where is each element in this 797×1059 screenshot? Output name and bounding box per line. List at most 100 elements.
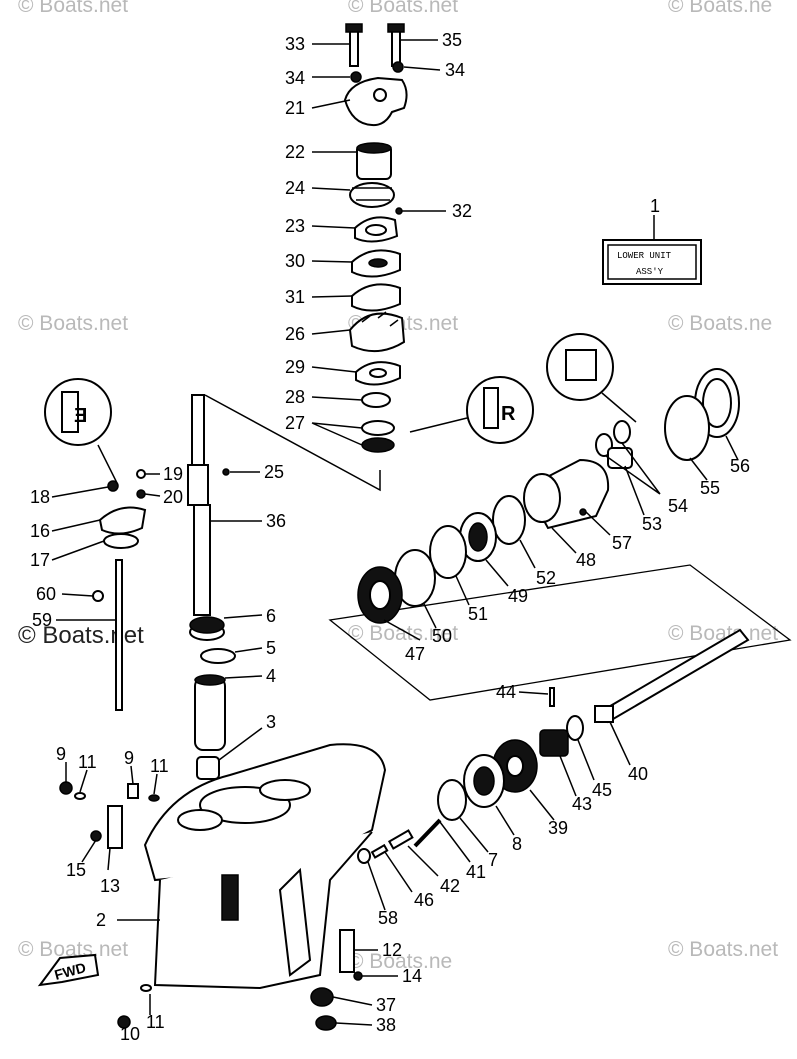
- callout-22: 22: [285, 142, 305, 162]
- callout-34: 34: [285, 68, 305, 88]
- callout-24: 24: [285, 178, 305, 198]
- svg-text:R: R: [501, 403, 516, 425]
- callout-45: 45: [592, 780, 612, 800]
- bolt-15: [90, 830, 102, 842]
- impeller-24: [349, 182, 395, 208]
- spring-41: [413, 818, 442, 848]
- callout-32: 32: [452, 201, 472, 221]
- callout-23: 23: [285, 216, 305, 236]
- callout-7: 7: [488, 850, 498, 870]
- bearing-49: [459, 512, 497, 562]
- watermark: © Boats.net: [18, 312, 129, 335]
- shim-7: [437, 779, 467, 821]
- callout-8: 8: [512, 834, 522, 854]
- retainer-55: [664, 395, 710, 461]
- callout-11: 11: [146, 1012, 165, 1032]
- watermark: © Boats.net: [348, 0, 459, 17]
- pin-46: [370, 843, 389, 859]
- callout-40: 40: [628, 764, 648, 784]
- cover-16: [98, 506, 147, 535]
- pin-57: [579, 508, 587, 516]
- callout-13: 13: [100, 876, 120, 896]
- clip-60: [92, 590, 104, 602]
- gasket-11b: [148, 794, 160, 802]
- callout-35: 35: [442, 30, 462, 50]
- drain-37: [310, 987, 334, 1007]
- svg-text:Ǝ: Ǝ: [74, 405, 87, 427]
- seal-54b: [613, 420, 631, 444]
- callout-11: 11: [150, 756, 169, 776]
- callout-36: 36: [266, 511, 286, 531]
- callout-1: 1: [650, 196, 660, 216]
- callout-28: 28: [285, 387, 305, 407]
- leader-lines: [51, 39, 739, 1026]
- callout-44: 44: [496, 682, 516, 702]
- callout-27: 27: [285, 413, 305, 433]
- callout-5: 5: [266, 638, 276, 658]
- callout-46: 46: [414, 890, 434, 910]
- callout-3: 3: [266, 712, 276, 732]
- callout-15: 15: [66, 860, 86, 880]
- washer-34b: [392, 61, 404, 73]
- callout-49: 49: [508, 586, 528, 606]
- callout-38: 38: [376, 1015, 396, 1035]
- bolt-33: [345, 23, 363, 67]
- insert-22: [356, 142, 392, 180]
- shift-rod-59: [115, 559, 123, 711]
- callout-31: 31: [285, 287, 305, 307]
- callout-6: 6: [266, 606, 276, 626]
- seal-27: [361, 420, 395, 453]
- callout-59: 59: [32, 610, 52, 630]
- pin-25: [222, 468, 230, 476]
- washer-34a: [350, 71, 362, 83]
- callout-51: 51: [468, 604, 488, 624]
- callout-54: 54: [668, 496, 688, 516]
- nut-38: [315, 1015, 337, 1031]
- callout-30: 30: [285, 251, 305, 271]
- callout-9: 9: [124, 748, 134, 768]
- bearing-8: [463, 754, 505, 808]
- callout-29: 29: [285, 357, 305, 377]
- bolt-14: [353, 971, 363, 981]
- guide-line: [204, 394, 381, 492]
- callout-4: 4: [266, 666, 276, 686]
- oring-5: [200, 648, 236, 664]
- callout-47: 47: [405, 644, 425, 664]
- ball-58: [357, 848, 371, 864]
- callout-39: 39: [548, 818, 568, 838]
- pump-case-26: [348, 311, 406, 353]
- pin-44: [549, 687, 555, 707]
- callout-labels: 33 35 34 34 21 22 24 23 32 30 31 26 29 2…: [30, 30, 750, 1044]
- propeller-shaft-40: [594, 628, 750, 724]
- sleeve-4: [194, 674, 226, 751]
- gasket-11a: [74, 792, 86, 800]
- assembly-line2: ASS'Y: [636, 267, 664, 277]
- bushing-6: [189, 616, 225, 641]
- callout-21: 21: [285, 98, 305, 118]
- gasket-11c: [140, 984, 152, 992]
- callout-43: 43: [572, 794, 592, 814]
- leader: [97, 444, 119, 486]
- assembly-line1: LOWER UNIT: [617, 251, 672, 261]
- callout-20: 20: [163, 487, 183, 507]
- clip-45: [566, 715, 584, 741]
- watermark: © Boats.net: [668, 938, 779, 961]
- gasket-29: [355, 361, 401, 386]
- detail-inset-right: R: [466, 376, 534, 444]
- watermark: © Boats.net: [18, 938, 129, 961]
- watermark: © Boats.ne: [668, 312, 773, 335]
- plug-9a: [59, 781, 73, 795]
- callout-50: 50: [432, 626, 452, 646]
- bolt-35: [387, 23, 405, 67]
- oring-52: [492, 495, 526, 545]
- bushing-3: [196, 756, 220, 780]
- gear-47: [357, 566, 403, 624]
- anode-12: [339, 929, 355, 973]
- callout-37: 37: [376, 995, 396, 1015]
- leader: [409, 417, 468, 433]
- washer-20: [136, 489, 146, 499]
- oring-28: [361, 392, 391, 408]
- clutch-43: [539, 729, 569, 757]
- driveshaft-36: [187, 394, 211, 616]
